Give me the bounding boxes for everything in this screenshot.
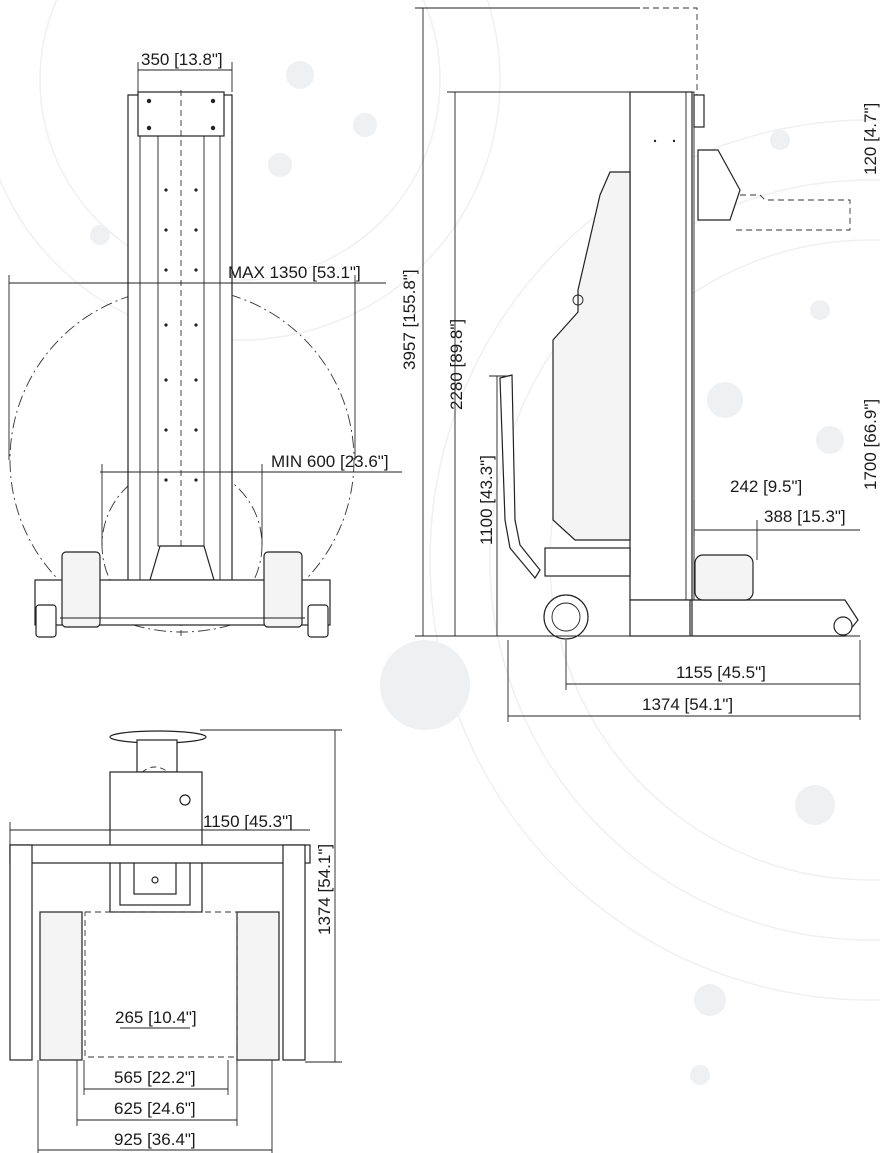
handle-side — [499, 374, 541, 580]
min-reel-label: MIN 600 [23.6"] — [271, 452, 389, 471]
leg-left — [39, 911, 83, 1061]
top-width-label: 1150 [45.3"] — [203, 812, 293, 831]
base-side — [691, 599, 859, 637]
total-height-label: 3957 [155.8"] — [400, 269, 419, 370]
background-decoration — [0, 0, 880, 1085]
top-view: 1150 [45.3"] 1374 [54.1"] 265 [10.4"] 56… — [9, 729, 342, 1153]
leg-right — [236, 911, 280, 1061]
lift-height-label: 1700 [66.9"] — [861, 399, 880, 490]
front-width-label: 350 [13.8"] — [141, 50, 223, 69]
base-length-label: 1155 [45.5"] — [676, 663, 766, 682]
top-offset-label: 120 [4.7"] — [861, 103, 880, 175]
wheel-left — [35, 604, 57, 638]
front-view: 350 [13.8"] MAX 1350 [53.1"] MIN 600 [23… — [8, 50, 402, 640]
side-view: 3957 [155.8"] 2280 [89.8"] 1100 [43.3"] … — [400, 7, 880, 722]
fork-offset-b-label: 388 [15.3"] — [764, 507, 846, 526]
fork-offset-a-label: 242 [9.5"] — [730, 477, 802, 496]
mast-front — [127, 94, 233, 596]
inner-gap-label: 265 [10.4"] — [115, 1008, 197, 1027]
leg-inner-label: 565 [22.2"] — [114, 1068, 196, 1087]
mast-height-label: 2280 [89.8"] — [447, 319, 466, 410]
overall-length-label: 1374 [54.1"] — [642, 695, 733, 714]
steer-wheel — [543, 594, 589, 640]
max-reel-label: MAX 1350 [53.1"] — [228, 263, 361, 282]
cross-beam — [9, 844, 311, 864]
body-side — [552, 171, 631, 541]
handle-height-label: 1100 [43.3"] — [477, 455, 496, 545]
wheel-right — [307, 604, 329, 638]
top-length-label: 1374 [54.1"] — [315, 844, 334, 935]
max-reel-outline — [9, 287, 355, 633]
leg-total-label: 925 [36.4"] — [114, 1130, 196, 1149]
mast-side — [629, 91, 693, 601]
leg-outer-label: 625 [24.6"] — [114, 1099, 196, 1118]
